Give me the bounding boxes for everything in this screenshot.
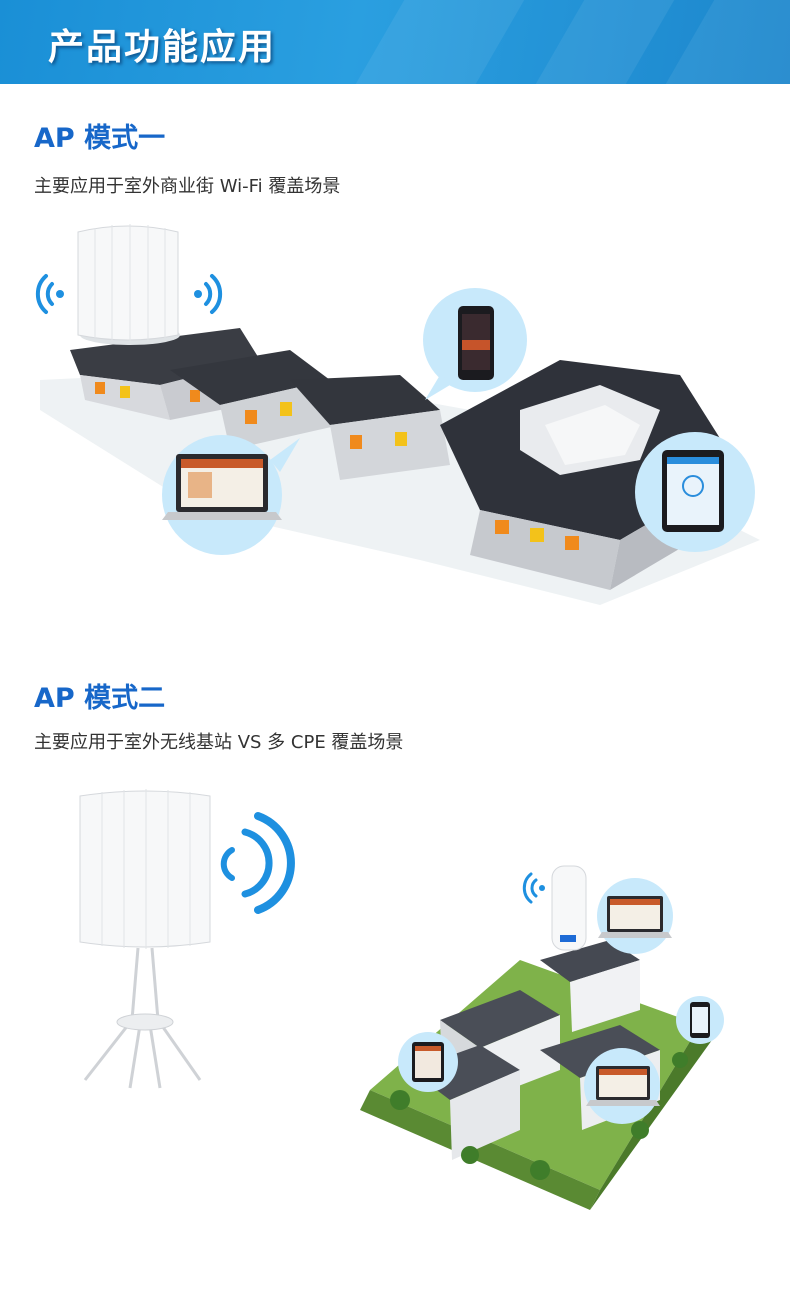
laptop-icon [597,878,673,954]
mode1-heading: AP 模式一 [34,123,166,154]
wifi-signal-icon [35,274,223,314]
tablet-icon [398,1032,458,1092]
laptop-icon [162,435,300,555]
banner-title: 产品功能应用 [48,27,277,68]
base-station-cpe-illustration [79,789,724,1210]
smartphone-icon [676,996,724,1044]
street-buildings [70,328,450,480]
mode2-heading: AP 模式二 [34,683,166,714]
commercial-street-illustration [35,224,760,605]
smartphone-icon [423,288,527,400]
mode2-description: 主要应用于室外无线基站 VS 多 CPE 覆盖场景 [34,732,404,753]
antenna-device [77,224,180,345]
laptop-icon [584,1048,660,1124]
header-banner: 产品功能应用 [0,0,790,84]
wifi-signal-icon [220,812,295,914]
cpe-device [522,865,587,951]
tablet-icon [635,432,755,552]
base-station-antenna [79,789,211,1089]
mode1-description: 主要应用于室外商业街 Wi-Fi 覆盖场景 [34,176,341,197]
